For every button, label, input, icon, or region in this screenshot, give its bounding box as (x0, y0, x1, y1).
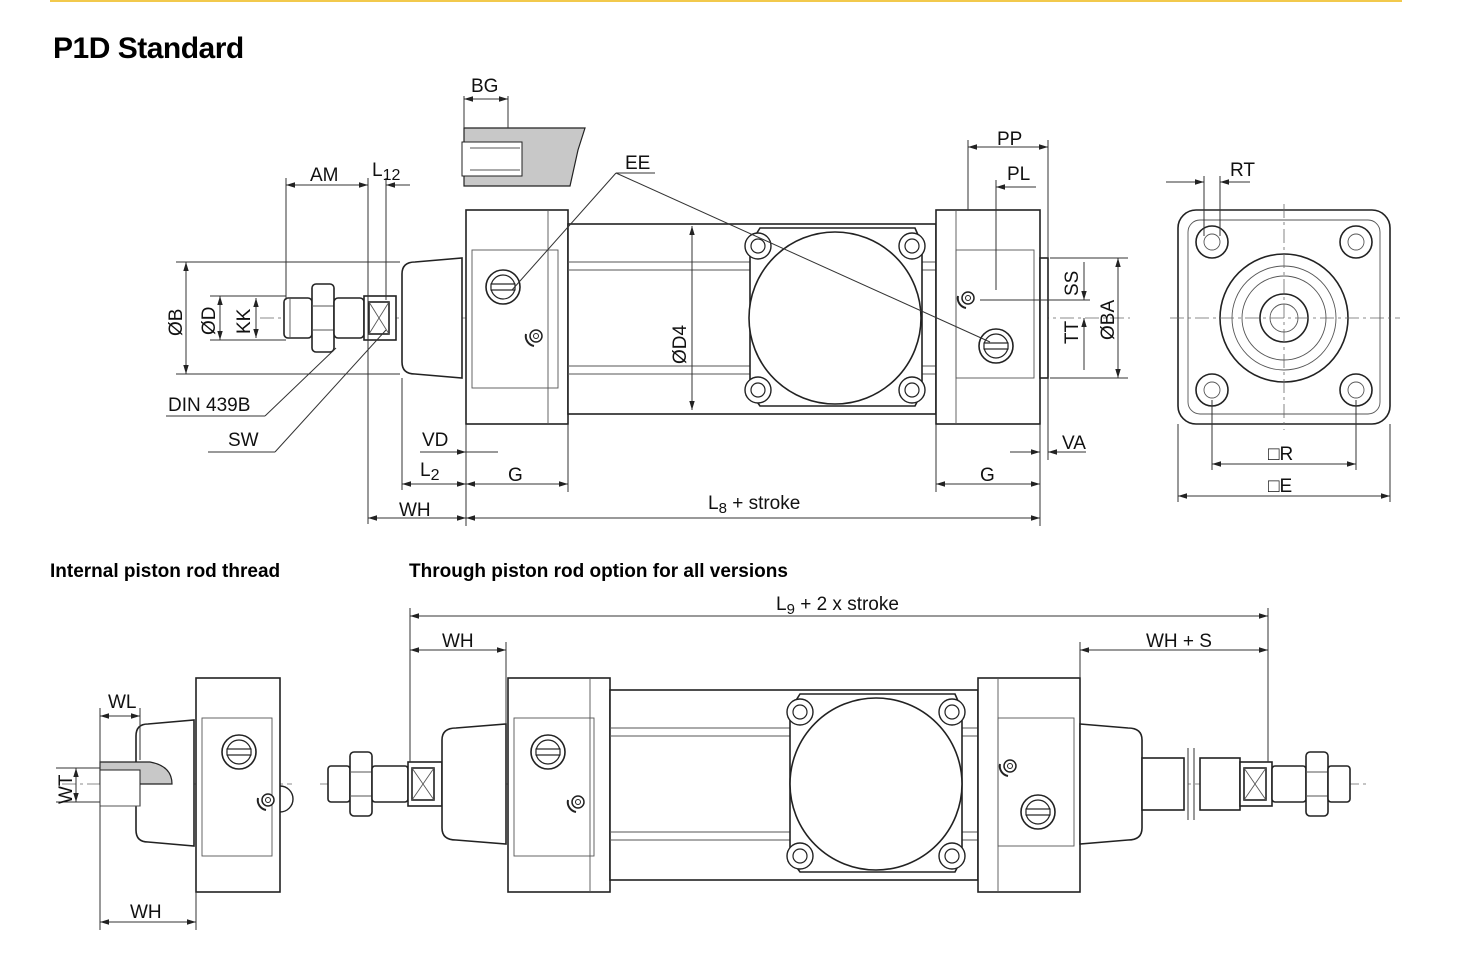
bg-section-detail (461, 127, 586, 187)
label-din: DIN 439B (168, 395, 250, 416)
label-kk: KK (234, 308, 255, 334)
label-l8: L8 + stroke (708, 493, 800, 517)
label-l9: L9 + 2 x stroke (776, 594, 899, 618)
label-pp: PP (997, 129, 1022, 150)
label-vd: VD (422, 430, 448, 451)
label-wt: WT (56, 774, 77, 804)
label-sw: SW (228, 430, 259, 451)
label-ob: ØB (166, 309, 187, 336)
label-l12: L12 (372, 160, 400, 184)
label-l2: L2 (420, 460, 440, 484)
label-wh: WH (399, 500, 431, 521)
label-va: VA (1062, 433, 1086, 454)
label-pl: PL (1007, 164, 1030, 185)
label-e: □E (1268, 476, 1292, 497)
label-g-right: G (980, 465, 995, 486)
label-g-left: G (508, 465, 523, 486)
label-wh-internal: WH (130, 902, 162, 923)
label-ss: SS (1062, 271, 1083, 296)
main-side-view (260, 209, 1130, 425)
section-title-internal: Internal piston rod thread (50, 561, 281, 582)
section-title-through: Through piston rod option for all versio… (409, 561, 788, 582)
label-wl: WL (108, 692, 137, 713)
main-dimensions (166, 96, 1128, 526)
internal-thread-view: WL WT WH (56, 677, 294, 930)
label-r: □R (1268, 444, 1293, 465)
label-od: ØD (199, 307, 220, 336)
label-tt: TT (1062, 320, 1083, 344)
label-am: AM (310, 165, 339, 186)
label-od4: ØD4 (670, 325, 691, 365)
main-labels: BG AM L12 EE PP PL ØB ØD KK ØD4 SS TT ØB… (166, 76, 1119, 521)
label-oba: ØBA (1098, 300, 1119, 340)
end-view: RT □R □E (1166, 160, 1400, 502)
page-title: P1D Standard (53, 32, 244, 65)
label-whs: WH + S (1146, 631, 1212, 652)
label-rt: RT (1230, 160, 1255, 181)
through-rod-view: L9 + 2 x stroke WH WH + S (320, 594, 1370, 893)
label-bg: BG (471, 76, 498, 97)
label-wh-through: WH (442, 631, 474, 652)
top-accent-line (50, 0, 1402, 2)
label-ee: EE (625, 153, 650, 174)
